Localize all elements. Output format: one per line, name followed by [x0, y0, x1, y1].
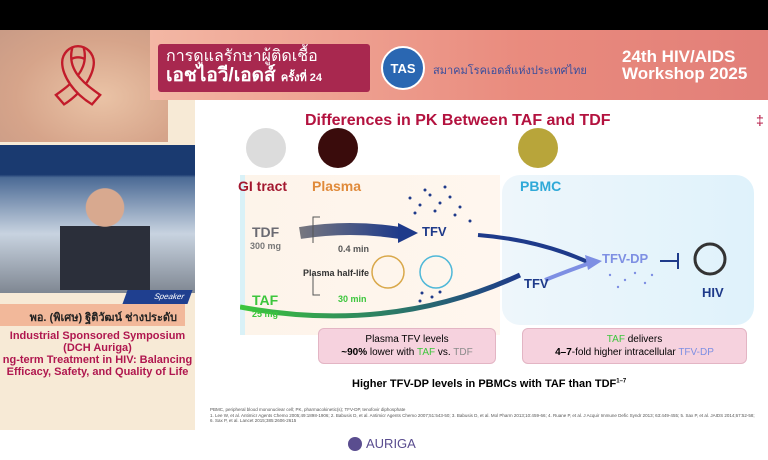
event-title: การดูแลรักษาผู้ติดเชื้อ เอชไอวี/เอดส์ คร…	[158, 44, 370, 92]
conclusion: Higher TFV-DP levels in PBMCs with TAF t…	[352, 378, 626, 390]
zone-label-pbmc: PBMC	[520, 178, 562, 194]
hiv-virus-icon	[693, 242, 727, 276]
taf-text: TAF	[416, 347, 436, 358]
footnote-symbol: ‡	[756, 112, 764, 128]
tfvdp-particles	[608, 271, 654, 289]
pbmc-image	[518, 128, 558, 168]
tfv-plasma-label: TFV	[422, 224, 447, 239]
half-life-bracket	[312, 216, 320, 296]
session-line: Efficacy, Safety, and Quality of Life	[6, 366, 189, 378]
tfv-particles	[408, 185, 472, 303]
tfvdp-callout: TAF delivers 4–7-fold higher intracellul…	[522, 328, 747, 364]
tfv-pbmc-label: TFV	[524, 276, 549, 291]
reduction-value: ~90%	[341, 347, 368, 358]
speaker-figure	[60, 180, 150, 290]
slide-title: Differences in PK Between TAF and TDF	[305, 112, 611, 129]
gi-zone	[240, 175, 245, 335]
references: PBMC, peripheral blood mononuclear cell;…	[210, 407, 755, 424]
conclusion-text: Higher TFV-DP levels in PBMCs with TAF t…	[352, 378, 617, 390]
society-name: สมาคมโรคเอดส์แห่งประเทศไทย	[433, 65, 587, 77]
reference-superscript: 1–7	[616, 378, 627, 385]
citation-list: 1. Lee W, et al. Antimicr Agents Chemo 2…	[210, 412, 755, 424]
session-title: Industrial Sponsored Symposium (DCH Auri…	[0, 330, 195, 378]
tfvdp-label: TFV-DP	[602, 251, 649, 266]
tdf-label: TDF	[252, 224, 280, 240]
abbreviations: PBMC, peripheral blood mononuclear cell;…	[210, 407, 406, 412]
kidney-icon	[419, 255, 453, 289]
taf-label: TAF	[252, 292, 279, 308]
half-life-tdf: 0.4 min	[338, 244, 370, 254]
workshop-line1: 24th HIV/AIDS	[622, 47, 736, 66]
tas-logo: TAS	[381, 46, 425, 90]
tdf-arrow	[299, 223, 401, 239]
taf-arrow	[240, 272, 522, 319]
callout-text: lower with	[367, 347, 417, 358]
zone-label-plasma: Plasma	[312, 178, 362, 194]
plasma-zone	[240, 175, 500, 335]
event-title-line2: เอชไอวี/เอดส์	[166, 65, 276, 86]
tfv-to-tfvdp-arrow	[544, 261, 591, 282]
red-ribbon-icon: 🎗	[40, 42, 117, 109]
callout-text: -fold higher intracellular	[571, 347, 679, 358]
tdf-arrowhead	[398, 223, 418, 243]
hiv-label: HIV	[702, 285, 724, 300]
tdf-dose: 300 mg	[250, 241, 282, 251]
taf-text: TAF	[606, 334, 625, 345]
speaker-name: พอ. (พิเศษ) ฐิติวัฒน์ ช่างประดับ	[0, 304, 185, 326]
tfvdp-text: TFV-DP	[678, 347, 714, 358]
half-life-label: Plasma half-life	[303, 268, 370, 278]
session-line: Industrial Sponsored Symposium	[9, 330, 186, 342]
pbmc-zone	[502, 175, 754, 325]
sponsor-logo: AURIGA	[348, 436, 416, 451]
zone-label-gi: GI tract	[238, 178, 288, 194]
fold-value: 4–7	[555, 347, 572, 358]
pk-diagram	[240, 175, 754, 335]
tdf-text: TDF	[453, 347, 473, 358]
auriga-logo-icon	[348, 436, 362, 451]
callout-text: vs.	[435, 347, 454, 358]
callout-line: Plasma TFV levels	[365, 334, 449, 345]
hands-photo	[0, 30, 168, 142]
bone-icon	[371, 255, 405, 289]
gi-tract-image	[246, 128, 286, 168]
workshop-line2: Workshop 2025	[622, 64, 748, 83]
sponsor-name: AURIGA	[366, 436, 416, 451]
plasma-tfv-callout: Plasma TFV levels ~90% lower with TAF vs…	[318, 328, 496, 364]
event-edition: ครั้งที่ 24	[280, 72, 323, 84]
session-line: ng-term Treatment in HIV: Balancing	[2, 354, 193, 366]
callout-text: delivers	[624, 334, 663, 345]
event-title-line1: การดูแลรักษาผู้ติดเชื้อ	[166, 48, 318, 65]
half-life-taf: 30 min	[338, 294, 367, 304]
session-line: (DCH Auriga)	[63, 342, 132, 354]
taf-dose: 25 mg	[252, 309, 279, 319]
speaker-tag: Speaker	[122, 290, 193, 304]
plasma-image	[318, 128, 358, 168]
workshop-logo: 24th HIV/AIDS Workshop 2025	[622, 48, 747, 82]
tfv-to-pbmc-arrow	[477, 233, 591, 265]
tfvdp-arrowhead	[585, 255, 602, 270]
